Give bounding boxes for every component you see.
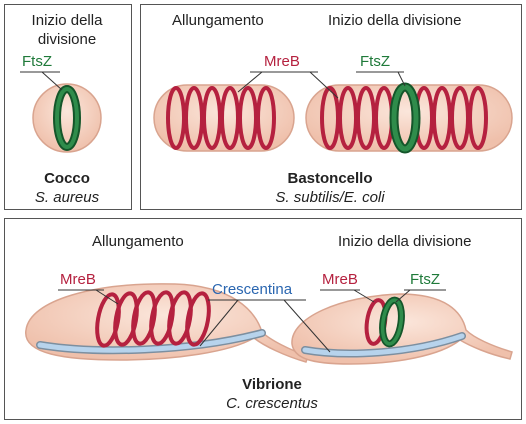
vibrio-mreb-right-leader [353,289,375,303]
rod-stage-elongation: Allungamento [172,12,264,29]
crescentin-leader-right [283,299,331,353]
rod-mreb-leader-right [309,71,339,99]
vibrio-mreb-helix-elongation [95,290,211,348]
coccus-stage-label-line2: divisione [37,31,97,48]
rod-mreb-helix-division [320,86,488,150]
rod-species: S. subtilis/E. coli [275,189,385,206]
vibrio-name: Vibrione [242,376,302,393]
rod-ftsz-ring [389,82,421,154]
coccus-ftsz-label: FtsZ [22,53,52,70]
coccus-cell [32,83,102,153]
rod-name: Bastoncello [287,170,373,187]
rod-mreb-leader-left [237,71,263,93]
vibrio-mreb-right-label: MreB [322,271,358,288]
crescentin-leader-left [199,299,239,347]
coccus-ftsz-leader [41,71,63,91]
vibrio-stage-division: Inizio della divisione [338,233,472,250]
vibrio-mreb-left-label: MreB [60,271,96,288]
vibrio-ftsz-label: FtsZ [410,271,440,288]
rod-stage-division: Inizio della divisione [328,12,462,29]
rod-ftsz-leader [397,71,406,87]
coccus-name: Cocco [44,170,90,187]
vibrio-ftsz-ring-division [379,296,405,348]
vibrio-ftsz-leader [395,289,411,303]
vibrio-stage-elongation: Allungamento [92,233,184,250]
coccus-ftsz-ring [53,85,81,151]
vibrio-crescentin-label: Crescentina [212,281,293,298]
rod-mreb-helix-elongation [166,86,276,150]
coccus-species: S. aureus [34,189,100,206]
vibrio-species: C. crescentus [226,395,318,412]
vibrio-mreb-left-leader [95,289,119,305]
rod-ftsz-label: FtsZ [360,53,390,70]
rod-mreb-label: MreB [264,53,300,70]
coccus-stage-label-line1: Inizio della [31,12,103,29]
